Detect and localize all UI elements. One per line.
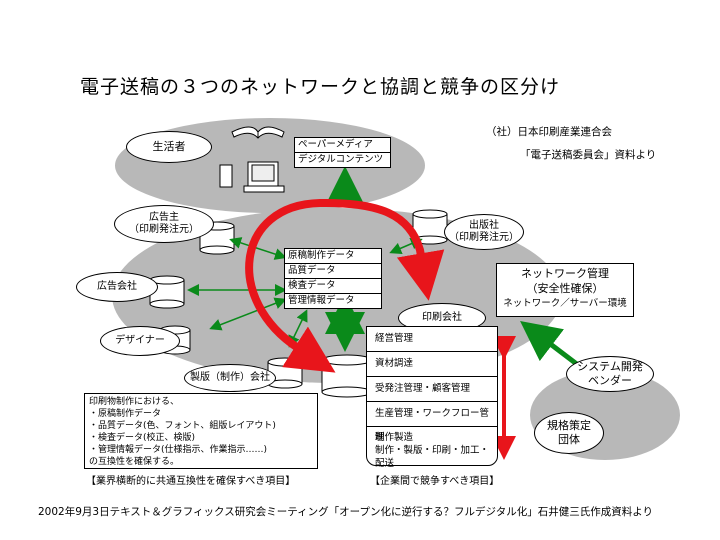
interop-caption: 【業界横断的に共通互換性を確保すべき項目】 (86, 476, 296, 487)
computer-icon (243, 161, 285, 193)
data-management: 管理情報データ (288, 295, 355, 306)
media-digital: デジタルコンテンツ (298, 154, 384, 165)
process-orders: 受発注管理・顧客管理 (367, 377, 497, 402)
database-ad-agency (149, 275, 185, 309)
interop-note-box: 印刷物制作における、 ・原稿制作データ ・品質データ(色、フォント、組版レイアウ… (84, 393, 318, 469)
data-manuscript: 原稿制作データ (285, 249, 381, 264)
diagram-title: 電子送稿の３つのネットワークと協調と競争の区分け (80, 76, 561, 98)
network-mgmt-safety: （安全性確保） (526, 282, 604, 295)
process-production: 制作製造 (375, 432, 414, 443)
footer-credit: 2002年9月3日テキスト＆グラフィックス研究会ミーティング「オープン化に逆行す… (38, 506, 654, 518)
competition-caption: 【企業間で競争すべき項目】 (370, 476, 500, 487)
interop-line-5: ・管理情報データ(仕様指示、作業指示……) (89, 445, 268, 455)
process-procurement: 資材調達 (367, 352, 497, 377)
interop-line-3: ・品質データ(色、フォント、組版レイアウト) (89, 421, 276, 431)
interop-line-6: の互換性を確保する。 (89, 457, 180, 467)
interop-line-4: ・検査データ(校正、検版) (89, 433, 196, 443)
interop-line-1: 印刷物制作における、 (89, 397, 180, 407)
vendor-label: システム開発 ベンダー (566, 356, 654, 392)
ad-agency-label: 広告会社 (76, 272, 158, 302)
network-mgmt-box: ネットワーク管理 （安全性確保） ネットワーク／サーバー環境 (496, 263, 634, 317)
database-central (321, 354, 373, 398)
database-advertiser (199, 221, 235, 255)
data-box: 原稿制作データ 品質データ 検査データ 管理情報データ (284, 248, 382, 309)
consumer-label: 生活者 (126, 131, 212, 163)
publisher-label: 出版社 （印刷発注元） (444, 214, 524, 250)
standards-label: 規格策定 団体 (534, 412, 604, 454)
network-mgmt-env: ネットワーク／サーバー環境 (503, 298, 627, 309)
designer-label: デザイナー (100, 326, 180, 356)
interop-line-2: ・原稿制作データ (89, 409, 162, 419)
network-mgmt-title: ネットワーク管理 (521, 267, 609, 280)
prepress-label: 製版（制作）会社 (184, 364, 276, 392)
process-production-detail: 制作・製版・印刷・加工・配送 (375, 445, 490, 469)
book-icon (231, 126, 285, 139)
advertiser-label: 広告主 （印刷発注元） (114, 205, 214, 243)
printer-process-box: 経営管理 資材調達 受発注管理・顧客管理 生産管理・ワークフロー管理 制作製造 … (366, 326, 498, 469)
phone-icon (219, 164, 233, 188)
process-workflow: 生産管理・ワークフロー管理 (367, 402, 497, 443)
media-paper: ペーパーメディア (295, 138, 390, 153)
data-inspection: 検査データ (285, 279, 381, 294)
source-doc: 「電子送稿委員会」資料より (520, 149, 657, 161)
media-box: ペーパーメディア デジタルコンテンツ (294, 137, 391, 168)
source-org: （社）日本印刷産業連合会 (486, 126, 612, 138)
process-management: 経営管理 (367, 327, 497, 352)
data-quality: 品質データ (285, 264, 381, 279)
